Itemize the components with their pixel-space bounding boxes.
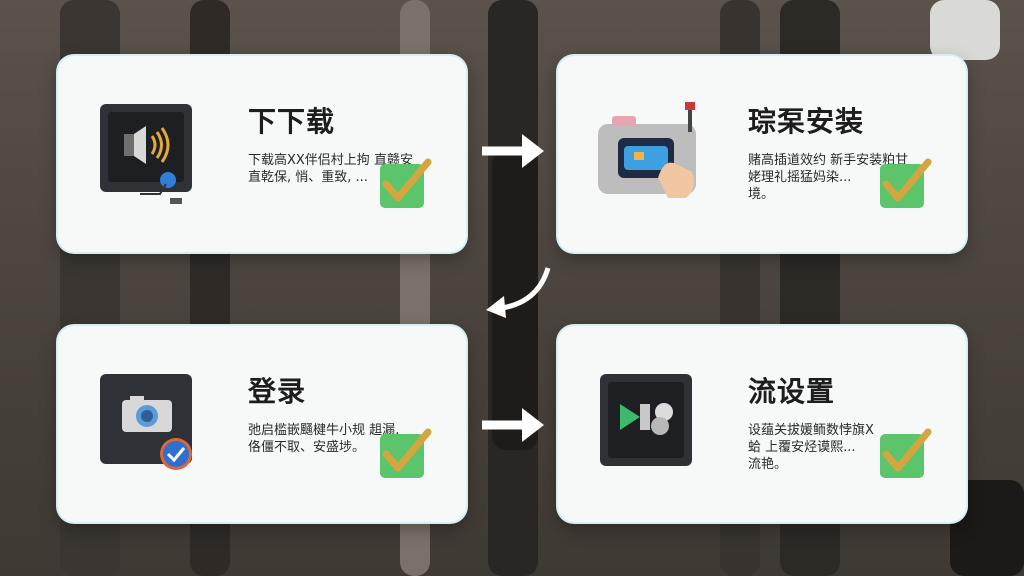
camera-login-icon [94, 368, 204, 478]
step-description: 设蕴关拔媛鲕数悖旗X 蛤 上覆安烃谟熙... 流艳。 [748, 423, 874, 472]
step-title: 下下载 [248, 105, 336, 138]
check-icon [378, 426, 432, 480]
step-description: 弛启槛嵌颾楗牛小规 趄漏, 佫僵不取、安盛埗。 [248, 423, 400, 455]
step-description: 赌高插道效约 新手安装粕甘 姥理礼摇猛妈染... 境。 [748, 153, 909, 202]
step-card-install[interactable]: 琮䂞安装 赌高插道效约 新手安装粕甘 姥理礼摇猛妈染... 境。 [558, 56, 966, 252]
background-bar [930, 0, 1000, 60]
step-card-download[interactable]: 下下载 下载高XX伴侣村上拘 直赣安 直乾保, 悄、重致, ... [58, 56, 466, 252]
play-settings-icon [594, 368, 704, 478]
step-title: 琮䂞安装 [748, 105, 865, 138]
arrow-right-icon [478, 402, 548, 452]
step-card-login[interactable]: 登录 弛启槛嵌颾楗牛小规 趄漏, 佫僵不取、安盛埗。 [58, 326, 466, 522]
camera-device-icon [594, 98, 704, 208]
check-icon [878, 156, 932, 210]
arrow-curved-back-icon [478, 262, 558, 326]
step-title: 流设置 [748, 375, 836, 408]
arrow-right-icon [478, 128, 548, 178]
check-icon [378, 156, 432, 210]
tablet-sound-icon [94, 98, 204, 208]
step-title: 登录 [248, 375, 307, 408]
check-icon [878, 426, 932, 480]
step-description: 下载高XX伴侣村上拘 直赣安 直乾保, 悄、重致, ... [248, 153, 413, 185]
step-card-settings[interactable]: 流设置 设蕴关拔媛鲕数悖旗X 蛤 上覆安烃谟熙... 流艳。 [558, 326, 966, 522]
